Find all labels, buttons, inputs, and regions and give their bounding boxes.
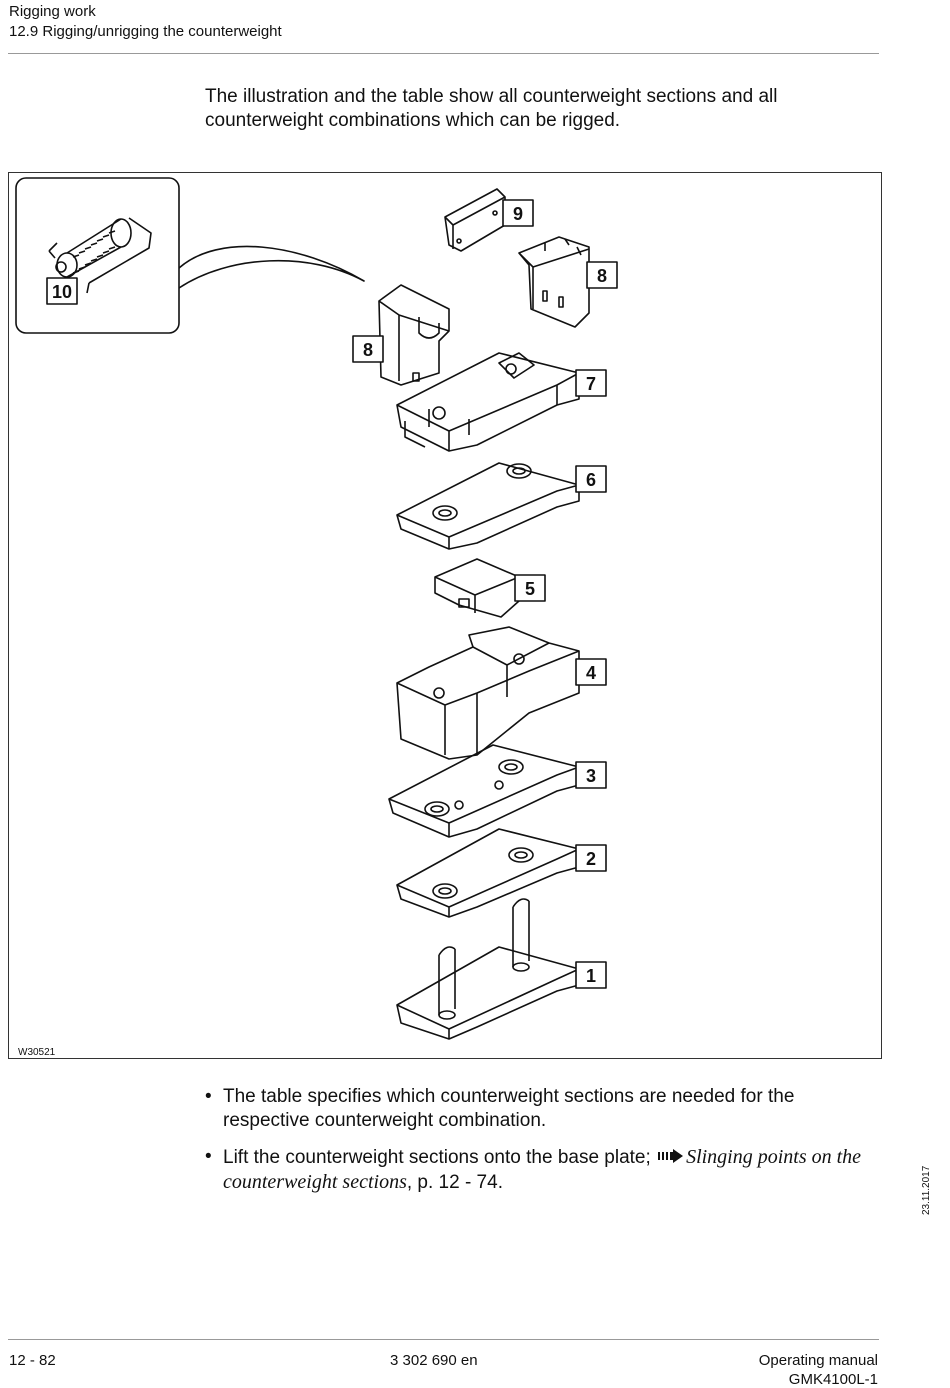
instruction-list: • The table specifies which counterweigh… [205,1085,885,1207]
cross-reference-page: , p. 12 - 74. [406,1172,503,1193]
part-4-block [396,626,580,760]
bullet-dot: • [205,1086,212,1107]
label-8-left: 8 [363,340,373,360]
part-1-base-plate [396,898,580,1040]
part-7-plate [396,352,580,452]
label-7: 7 [586,374,596,394]
header-section: 12.9 Rigging/unrigging the counterweight [9,23,282,40]
label-4: 4 [586,663,596,683]
part-8-right-block [518,236,590,328]
label-9: 9 [513,204,523,224]
part-2-plate [396,828,580,918]
footer-model: GMK4100L-1 [788,1371,878,1388]
footer-page-number: 12 - 82 [9,1352,56,1369]
cross-reference-link[interactable]: Slinging points on the counterweight sec… [223,1146,862,1193]
figure-id: W30521 [18,1047,56,1058]
label-3: 3 [586,766,596,786]
callout-pointer [178,245,365,289]
header-chapter: Rigging work [9,3,96,20]
side-date: 23.11.2017 [921,1165,932,1215]
header-rule [8,53,879,54]
part-6-plate [396,462,580,550]
bullet-item: • Lift the counterweight sections onto t… [205,1145,885,1195]
part-8-left-block [378,284,450,386]
bullet-dot: • [205,1146,212,1167]
bullet-2-text: Lift the counterweight sections onto the… [223,1147,651,1168]
footer-doc-number: 3 302 690 en [390,1352,478,1369]
label-1: 1 [586,966,596,986]
inset-frame [15,177,180,334]
part-5-block [434,558,520,618]
footer-rule [8,1339,879,1340]
winch-drum [48,217,152,294]
part-3-plate [388,744,580,838]
intro-paragraph: The illustration and the table show all … [205,86,778,131]
label-8-right: 8 [597,266,607,286]
cross-reference-arrow-icon [658,1146,684,1170]
footer-manual-title: Operating manual [758,1352,878,1369]
counterweight-illustration: 10 9 8 8 7 6 5 4 3 2 1 W30521 [8,172,882,1059]
label-5: 5 [525,579,535,599]
label-10: 10 [52,282,72,302]
label-6: 6 [586,470,596,490]
part-9-block [444,188,506,252]
bullet-1-text: The table specifies which counterweight … [223,1086,795,1131]
bullet-item: • The table specifies which counterweigh… [205,1085,885,1133]
label-2: 2 [586,849,596,869]
